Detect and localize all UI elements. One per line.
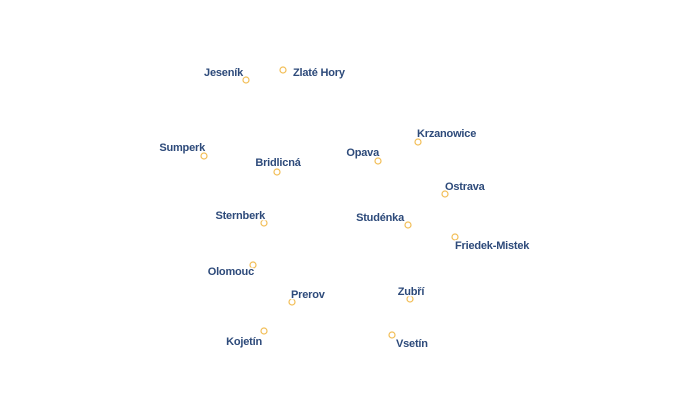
city-marker[interactable]: [200, 152, 208, 160]
city-marker[interactable]: [279, 66, 287, 74]
city-prerov[interactable]: Prerov: [288, 288, 327, 306]
city-zubri[interactable]: Zubří: [396, 285, 427, 303]
city-label: Krzanowice: [417, 128, 476, 140]
city-marker[interactable]: [273, 168, 281, 176]
city-marker[interactable]: [260, 327, 268, 335]
city-label: Jeseník: [204, 67, 244, 79]
city-marker[interactable]: [414, 138, 422, 146]
city-marker[interactable]: [374, 157, 382, 165]
city-label: Kojetín: [226, 336, 262, 348]
city-jesenik[interactable]: Jeseník: [203, 66, 250, 84]
city-olomouc[interactable]: Olomouc: [206, 261, 257, 280]
city-marker[interactable]: [441, 190, 449, 198]
city-label: Zubří: [398, 286, 426, 298]
city-sumperk[interactable]: Sumperk: [158, 141, 208, 160]
city-label: Bridlicná: [255, 157, 301, 169]
city-label: Ostrava: [445, 181, 486, 193]
city-kojetin[interactable]: Kojetín: [225, 327, 268, 350]
city-studenka[interactable]: Studénka: [355, 211, 412, 229]
city-label: Vsetín: [396, 338, 428, 350]
city-label: Studénka: [356, 212, 405, 224]
city-label: Opava: [346, 147, 380, 159]
city-marker[interactable]: [288, 298, 296, 306]
city-label: Sumperk: [159, 142, 206, 154]
city-label: Prerov: [291, 289, 326, 301]
city-marker[interactable]: [242, 76, 250, 84]
city-krzanowice[interactable]: Krzanowice: [414, 127, 478, 146]
city-label: Olomouc: [208, 266, 254, 278]
city-marker[interactable]: [451, 233, 459, 241]
city-ostrava[interactable]: Ostrava: [441, 180, 487, 198]
city-marker[interactable]: [388, 331, 396, 339]
city-vsetin[interactable]: Vsetín: [388, 331, 430, 352]
city-label: Zlaté Hory: [293, 67, 346, 79]
city-label: Sternberk: [215, 210, 266, 222]
city-marker[interactable]: [260, 219, 268, 227]
city-sternberk[interactable]: Sternberk: [214, 209, 268, 227]
city-friedek-mistek[interactable]: Friedek-Mistek: [451, 233, 532, 254]
city-marker[interactable]: [404, 221, 412, 229]
city-bridlicna[interactable]: Bridlicná: [254, 156, 303, 176]
city-zlate-hory[interactable]: Zlaté Hory: [279, 66, 348, 81]
city-label: Friedek-Mistek: [455, 240, 530, 252]
city-marker[interactable]: [249, 261, 257, 269]
city-opava[interactable]: Opava: [345, 146, 382, 165]
city-marker[interactable]: [406, 295, 414, 303]
